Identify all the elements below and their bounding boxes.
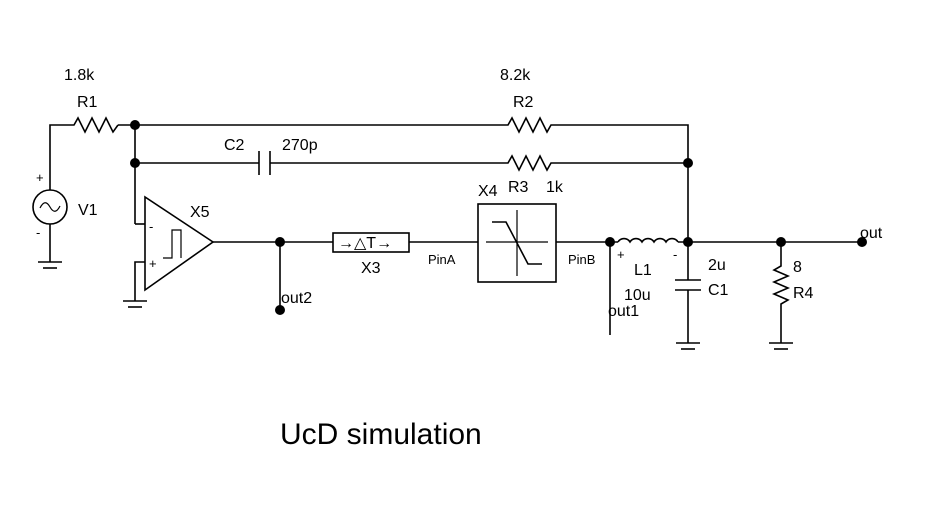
v1-minus-label: - xyxy=(36,225,40,240)
ground-icon xyxy=(38,261,62,269)
capacitor-c1: 2u C1 xyxy=(675,257,729,299)
x5-plus-label: + xyxy=(149,256,157,271)
r4-ref-label: R4 xyxy=(793,285,814,302)
wires xyxy=(49,124,862,343)
r2-ref-label: R2 xyxy=(513,94,534,111)
c2-ref-label: C2 xyxy=(224,137,245,154)
resistor-r3: R3 1k xyxy=(492,154,568,196)
r1-ref-label: R1 xyxy=(77,94,98,111)
ground-icon xyxy=(676,342,700,350)
x3-ref-label: X3 xyxy=(361,260,381,277)
ground-icon xyxy=(769,342,793,350)
r3-value-label: 1k xyxy=(546,179,564,196)
net-label-out: out xyxy=(860,225,883,242)
delay-block-x3: →△T→ X3 xyxy=(332,232,410,277)
net-label-out2: out2 xyxy=(281,290,312,307)
net-label-pinb: PinB xyxy=(568,252,595,267)
c2-value-label: 270p xyxy=(282,137,318,154)
junction-dots xyxy=(130,120,867,315)
v1-plus-label: + xyxy=(36,170,44,185)
r2-value-label: 8.2k xyxy=(500,67,531,84)
c1-ref-label: C1 xyxy=(708,282,729,299)
l1-ref-label: L1 xyxy=(634,262,652,279)
r3-ref-label: R3 xyxy=(508,179,529,196)
inductor-l1: + - L1 10u xyxy=(617,237,679,304)
net-label-out1: out1 xyxy=(608,303,639,320)
x3-symbol-label: →△T→ xyxy=(338,235,392,252)
resistor-r1: 1.8k R1 xyxy=(64,67,119,134)
v1-ref-label: V1 xyxy=(78,202,98,219)
net-label-pina: PinA xyxy=(428,252,456,267)
r4-value-label: 8 xyxy=(793,259,802,276)
v1-source: + - V1 xyxy=(32,170,98,262)
ground-icon xyxy=(123,290,147,308)
capacitor-c2: C2 270p xyxy=(224,137,318,175)
limiter-block-x4: X4 xyxy=(477,183,557,283)
diagram-title: UcD simulation xyxy=(280,418,482,451)
l1-plus-label: + xyxy=(617,247,625,262)
c1-value-label: 2u xyxy=(708,257,726,274)
resistor-r4: 8 R4 xyxy=(771,259,814,308)
resistor-r2: 8.2k R2 xyxy=(492,67,568,134)
l1-minus-label: - xyxy=(673,247,677,262)
l1-value-label: 10u xyxy=(624,287,651,304)
x4-ref-label: X4 xyxy=(478,183,498,200)
x5-minus-label: - xyxy=(149,219,153,234)
comparator-x5: - + X5 xyxy=(144,195,215,292)
x5-ref-label: X5 xyxy=(190,204,210,221)
r1-value-label: 1.8k xyxy=(64,67,95,84)
